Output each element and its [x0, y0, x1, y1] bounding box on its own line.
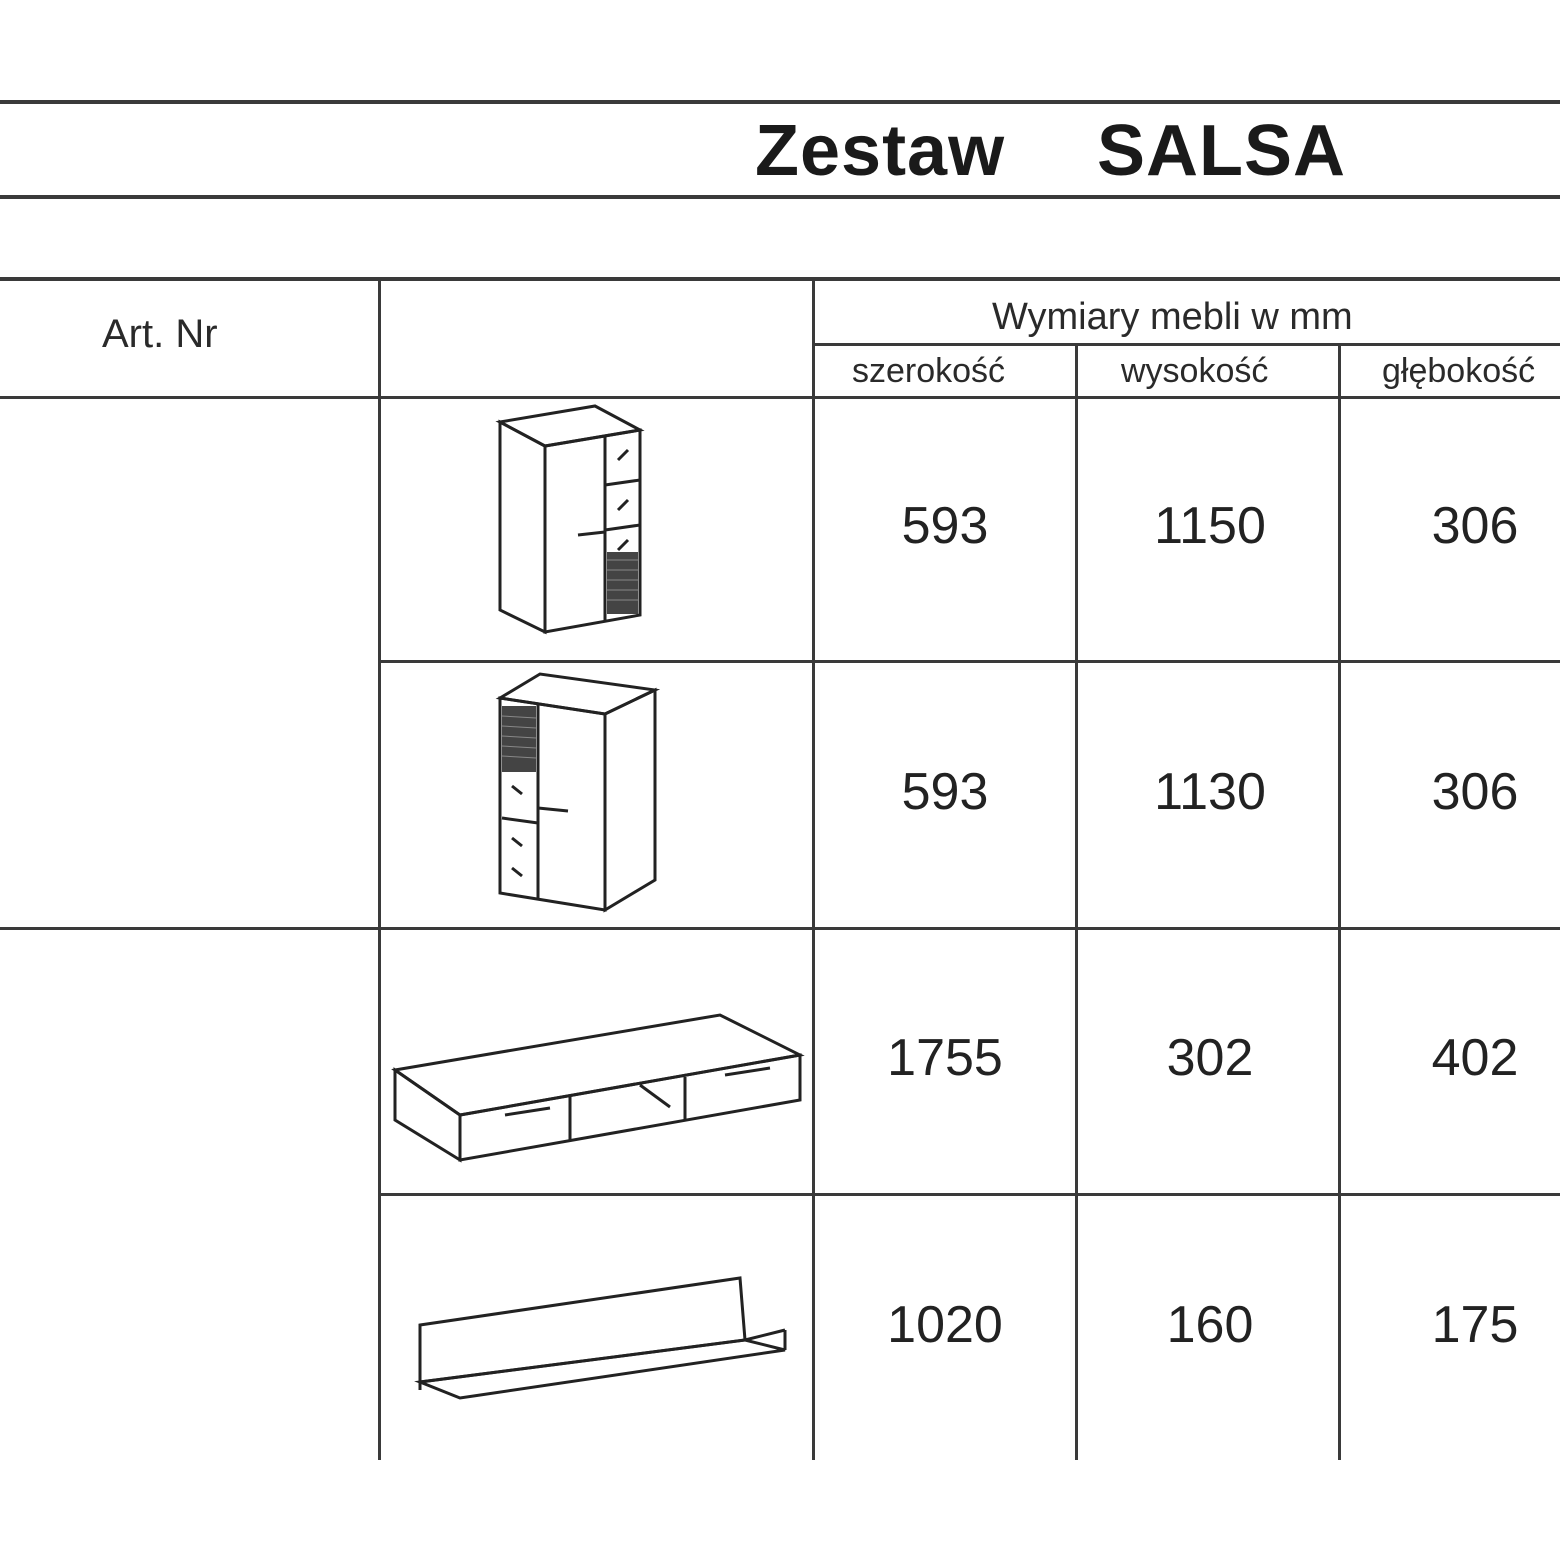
- row1-bottom-rule: [380, 660, 1560, 663]
- col-divider-image: [812, 277, 815, 1460]
- width-header: szerokość: [852, 352, 1006, 390]
- top-rule: [0, 100, 1560, 104]
- row1-height: 1150: [1154, 497, 1266, 555]
- height-header: wysokość: [1121, 352, 1269, 390]
- group-separator-rule: [0, 927, 1560, 930]
- row4-width: 1020: [887, 1296, 1003, 1354]
- title-word: Zestaw: [755, 111, 1006, 191]
- row1-width: 593: [901, 497, 989, 555]
- wall-shelf-icon: [414, 1276, 787, 1400]
- row3-bottom-rule: [380, 1193, 1560, 1196]
- tall-cabinet-left-glass-icon: [495, 672, 661, 913]
- col-divider-height: [1338, 343, 1341, 1460]
- tall-cabinet-right-glass-icon: [495, 404, 645, 635]
- table-top-rule: [0, 277, 1560, 281]
- row2-depth: 306: [1431, 763, 1519, 821]
- title-bottom-rule: [0, 195, 1560, 199]
- page-title: Zestaw SALSA: [0, 110, 1560, 191]
- row2-width: 593: [901, 763, 989, 821]
- dims-heading: Wymiary mebli w mm: [992, 296, 1353, 338]
- row3-height: 302: [1166, 1029, 1254, 1087]
- tv-lowboard-icon: [391, 1013, 805, 1163]
- row4-height: 160: [1166, 1296, 1254, 1354]
- depth-header: głębokość: [1382, 352, 1536, 390]
- row2-height: 1130: [1154, 763, 1266, 821]
- dims-heading-rule: [813, 343, 1560, 346]
- title-name: SALSA: [1097, 111, 1347, 191]
- row1-depth: 306: [1431, 497, 1519, 555]
- row4-depth: 175: [1431, 1296, 1519, 1354]
- header-bottom-rule: [0, 396, 1560, 399]
- col-divider-art: [378, 277, 381, 1460]
- row3-depth: 402: [1431, 1029, 1519, 1087]
- art-nr-header: Art. Nr: [102, 312, 218, 356]
- col-divider-width: [1075, 343, 1078, 1460]
- row3-width: 1755: [887, 1029, 1003, 1087]
